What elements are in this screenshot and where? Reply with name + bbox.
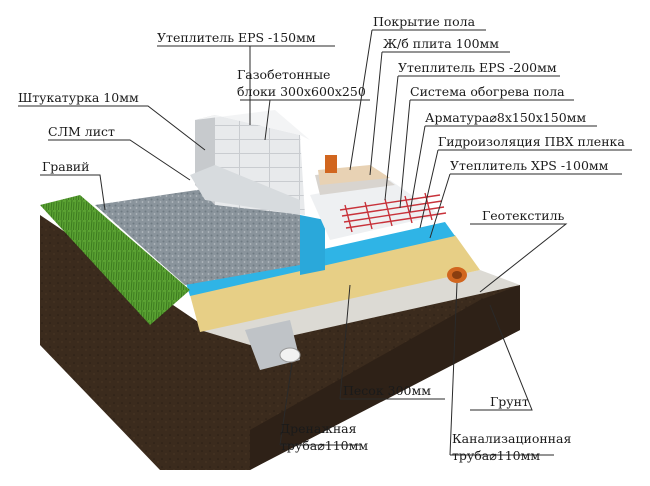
label-slm-sheet: СЛМ лист bbox=[48, 124, 115, 139]
eps-insulation-floor bbox=[310, 180, 440, 240]
grass-strip bbox=[40, 195, 190, 325]
sewer-pipe-riser bbox=[325, 155, 337, 173]
xps-side-wall bbox=[300, 215, 325, 275]
label-sand: Песок 300мм bbox=[343, 383, 431, 398]
label-geotextile: Геотекстиль bbox=[482, 208, 565, 223]
label-insulation-eps-150: Утеплитель EPS -150мм bbox=[157, 30, 316, 45]
label-floor-covering: Покрытие пола bbox=[373, 14, 476, 29]
sand-layer bbox=[190, 235, 480, 332]
rebar-mesh bbox=[339, 192, 447, 233]
label-gravel: Гравий bbox=[42, 159, 90, 174]
drain-pipe bbox=[279, 347, 301, 363]
label-gas-blocks: Газобетонные блоки 300х600х250 bbox=[237, 67, 366, 99]
label-insulation-xps-100: Утеплитель XPS -100мм bbox=[450, 158, 609, 173]
gas-block-wall-top bbox=[195, 110, 310, 140]
label-insulation-eps-200: Утеплитель EPS -200мм bbox=[398, 60, 557, 75]
label-sewer-pipe: Канализационная труба⌀110мм bbox=[452, 431, 572, 463]
soil-right-face bbox=[250, 285, 520, 470]
label-drain-pipe: Дренажная труба⌀110мм bbox=[280, 421, 369, 453]
leader-lines bbox=[18, 29, 632, 456]
label-waterproofing: Гидроизоляция ПВХ пленка bbox=[438, 134, 625, 149]
eps-wall-insulation bbox=[190, 165, 300, 215]
label-rc-slab: Ж/б плита 100мм bbox=[383, 36, 500, 51]
label-rebar: Арматура⌀8х150х150мм bbox=[425, 110, 587, 125]
sewer-pipe-opening bbox=[452, 271, 462, 279]
label-plaster: Штукатурка 10мм bbox=[18, 90, 139, 105]
label-soil: Грунт bbox=[490, 394, 529, 409]
label-floor-heating: Система обогрева пола bbox=[410, 84, 565, 99]
